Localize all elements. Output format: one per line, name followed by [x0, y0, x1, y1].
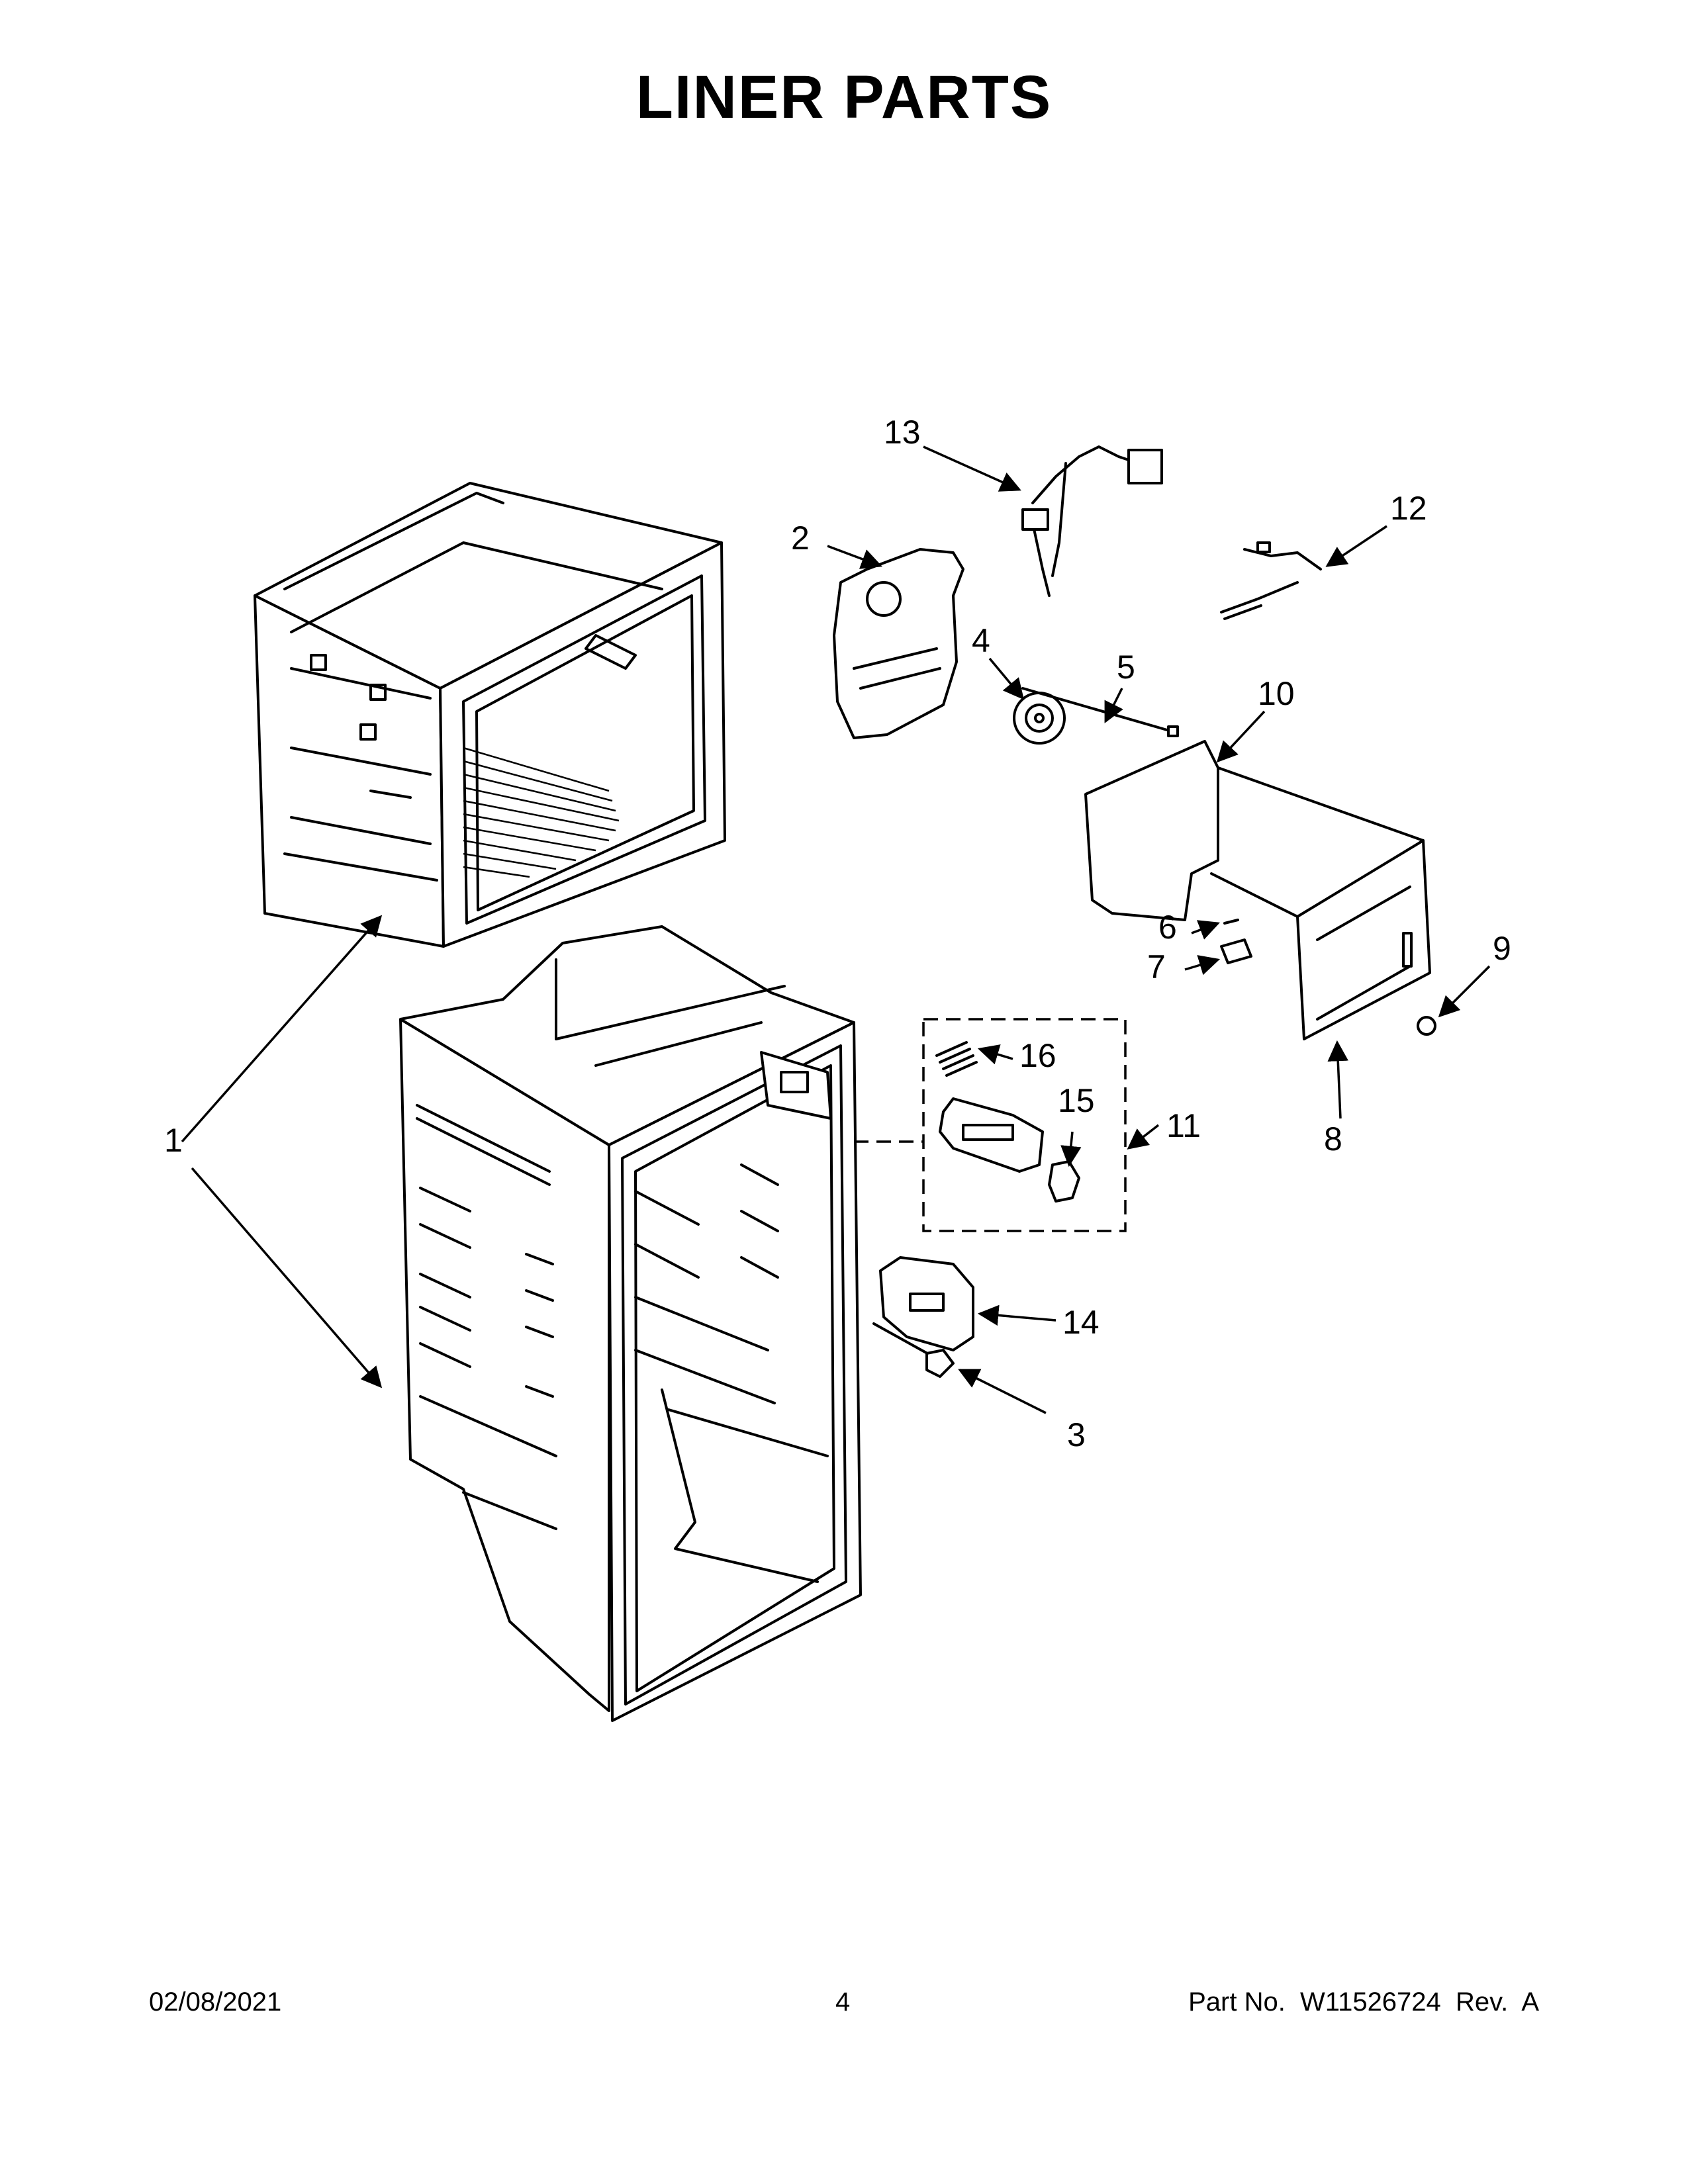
fresh-food-liner-lower [399, 925, 862, 1722]
part-10-housing [1084, 740, 1431, 1040]
part-15-knob [1048, 1160, 1080, 1203]
callout-15: 15 [1058, 1082, 1095, 1119]
part-14-housing [879, 1256, 974, 1351]
callout-8: 8 [1324, 1120, 1342, 1158]
footer-page-number: 4 [835, 1987, 851, 2017]
callout-3: 3 [1067, 1416, 1086, 1453]
callout-6: 6 [1158, 909, 1177, 946]
callout-12: 12 [1390, 490, 1427, 527]
callout-11: 11 [1166, 1107, 1201, 1144]
callout-13: 13 [884, 414, 921, 451]
callout-14: 14 [1062, 1304, 1100, 1341]
callout-labels: 1 2 3 4 5 6 7 8 9 10 11 12 13 14 15 16 [164, 414, 1511, 1453]
part-13-wire-harness [1021, 445, 1163, 597]
freezer-liner-upper [254, 482, 726, 948]
leader-lines [181, 445, 1491, 1414]
callout-16: 16 [1019, 1037, 1056, 1074]
part-11-assembly-box [854, 1018, 1127, 1232]
part-4-fan [1013, 692, 1066, 745]
callout-5: 5 [1117, 649, 1135, 686]
part-5-screw [1021, 687, 1179, 737]
footer-date: 02/08/2021 [149, 1987, 282, 2017]
callout-9: 9 [1493, 930, 1511, 967]
part-3-sensor [872, 1322, 955, 1378]
part-11-light-housing [939, 1097, 1044, 1173]
part-16-spring [935, 1041, 978, 1077]
callout-4: 4 [972, 622, 990, 659]
footer-part-number: Part No. W11526724 Rev. A [1188, 1987, 1539, 2017]
part-7-clip [1220, 938, 1252, 964]
part-6-screw [1223, 919, 1239, 925]
callout-7: 7 [1147, 948, 1166, 985]
callout-10: 10 [1258, 675, 1295, 712]
page-title: LINER PARTS [635, 64, 1053, 131]
part-2-cover [833, 548, 964, 739]
callout-2: 2 [791, 520, 810, 557]
callout-1: 1 [164, 1122, 183, 1159]
part-12-sensor [1220, 541, 1322, 620]
part-9-nut [1417, 1016, 1436, 1036]
